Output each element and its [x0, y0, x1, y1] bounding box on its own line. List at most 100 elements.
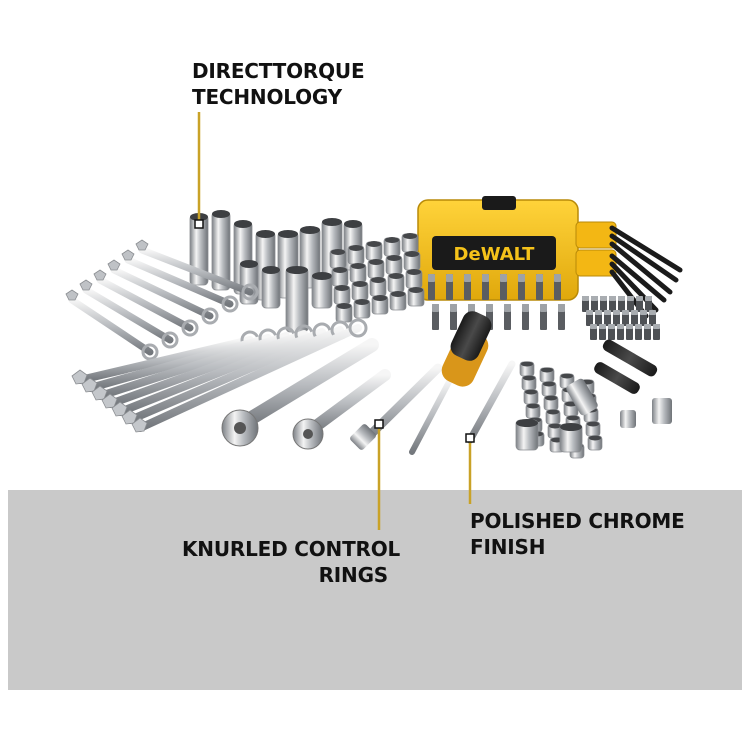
bit	[636, 296, 643, 312]
socket	[543, 395, 559, 411]
leader-dot-knurled	[374, 419, 384, 429]
deep-socket	[311, 272, 333, 309]
bit	[653, 324, 660, 340]
bit	[595, 310, 602, 326]
socket	[329, 249, 347, 269]
socket	[335, 303, 353, 323]
socket	[331, 267, 349, 287]
screwdriver	[409, 311, 492, 455]
wrench	[79, 279, 179, 349]
callout-directtorque-line2: TECHNOLOGY	[192, 85, 342, 109]
bit	[586, 310, 593, 326]
socket	[347, 245, 365, 265]
socket	[405, 269, 423, 289]
callout-knurled-line2: RINGS	[318, 563, 389, 587]
bit	[600, 296, 607, 312]
dewalt-logo	[432, 236, 556, 270]
bit	[482, 274, 489, 300]
bit	[554, 274, 561, 300]
background-band	[8, 490, 742, 690]
bit	[518, 274, 525, 300]
case-bits	[428, 274, 565, 330]
socket	[523, 389, 539, 405]
socket	[539, 367, 555, 383]
bit	[613, 310, 620, 326]
bit	[599, 324, 606, 340]
bit	[582, 296, 589, 312]
wrench	[81, 328, 278, 393]
ratchet-large	[221, 338, 379, 447]
socket	[367, 259, 385, 279]
bit	[617, 324, 624, 340]
leader-dot-chrome	[465, 433, 475, 443]
socket	[369, 277, 387, 297]
socket	[521, 375, 537, 391]
driver-bits	[582, 296, 660, 340]
callout-leaders	[194, 112, 475, 530]
bit	[464, 274, 471, 300]
deep-socket	[285, 266, 309, 333]
socket	[407, 287, 425, 307]
wrench	[93, 269, 199, 337]
socket	[587, 435, 603, 451]
bit	[432, 304, 439, 330]
ratchets	[221, 338, 391, 450]
callout-directtorque-line1: DIRECTTORQUE	[192, 59, 365, 83]
bit	[504, 304, 511, 330]
bit	[635, 324, 642, 340]
callout-directtorque: DIRECTTORQUE TECHNOLOGY	[192, 58, 365, 110]
callout-chrome: POLISHED CHROME FINISH	[470, 508, 685, 560]
bit	[649, 310, 656, 326]
bit	[446, 274, 453, 300]
wrench	[131, 318, 368, 433]
bit	[640, 310, 647, 326]
callout-knurled: KNURLED CONTROL RINGS	[182, 536, 401, 588]
dewalt-logo-text: DeWALT	[454, 244, 536, 265]
bit	[626, 324, 633, 340]
socket	[389, 291, 407, 311]
socket	[351, 281, 369, 301]
combination-wrenches-lower	[71, 318, 368, 433]
bit	[590, 324, 597, 340]
socket	[387, 273, 405, 293]
socket	[519, 361, 535, 377]
adapters	[566, 339, 672, 428]
deep-socket	[261, 266, 281, 309]
deep-socket	[211, 210, 231, 291]
bit	[622, 310, 629, 326]
socket	[585, 421, 601, 437]
bit	[536, 274, 543, 300]
bit	[618, 296, 625, 312]
bit	[522, 304, 529, 330]
bit	[558, 304, 565, 330]
bit	[604, 310, 611, 326]
wrench	[135, 239, 259, 301]
socket	[525, 403, 541, 419]
bit	[608, 324, 615, 340]
standard-sockets	[329, 233, 425, 323]
callout-chrome-line1: POLISHED CHROME	[470, 509, 685, 533]
bit	[540, 304, 547, 330]
socket	[365, 241, 383, 261]
socket	[559, 423, 583, 453]
bit	[631, 310, 638, 326]
bit	[645, 296, 652, 312]
wrench	[121, 249, 239, 313]
bit	[591, 296, 598, 312]
callout-knurled-line1: KNURLED CONTROL	[182, 537, 401, 561]
socket	[403, 251, 421, 271]
callout-chrome-line2: FINISH	[470, 535, 546, 559]
ratchet-small	[292, 369, 391, 450]
socket	[545, 409, 561, 425]
socket	[371, 295, 389, 315]
socket	[349, 263, 367, 283]
socket	[353, 299, 371, 319]
bit	[644, 324, 651, 340]
wrench	[107, 259, 219, 325]
bit	[450, 304, 457, 330]
bit	[609, 296, 616, 312]
combination-wrenches-upper	[65, 239, 259, 361]
bit	[627, 296, 634, 312]
